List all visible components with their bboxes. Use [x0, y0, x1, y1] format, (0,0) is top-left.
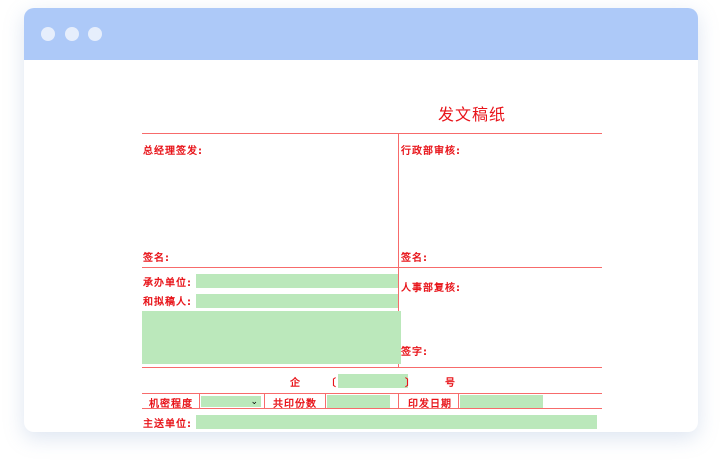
dept-label: 承办单位: — [143, 278, 192, 289]
recipient-label: 主送单位: — [143, 419, 192, 430]
secrecy-select[interactable]: ⌄ — [201, 396, 261, 407]
divider — [142, 367, 602, 368]
recipient-input[interactable] — [196, 415, 597, 429]
print-date-input[interactable] — [460, 395, 543, 408]
title-bar — [24, 8, 698, 60]
signature-label: 签字: — [401, 347, 428, 358]
divider — [398, 133, 399, 367]
drafter-label: 和拟稿人: — [143, 297, 192, 308]
hr-review-label: 人事部复核: — [401, 283, 461, 294]
sign-label: 签名: — [143, 253, 170, 264]
paren-open: 〔 — [326, 378, 336, 389]
chevron-down-icon: ⌄ — [250, 397, 258, 407]
sign-label: 签名: — [401, 253, 428, 264]
gm-sign-label: 总经理签发: — [143, 146, 203, 157]
minimize-dot-icon[interactable] — [65, 27, 79, 41]
divider — [199, 393, 200, 408]
secrecy-label: 机密程度 — [149, 399, 193, 410]
copies-label: 共印份数 — [273, 399, 317, 410]
print-date-label: 印发日期 — [408, 399, 452, 410]
close-dot-icon[interactable] — [41, 27, 55, 41]
form-title: 发文稿纸 — [438, 105, 507, 124]
maximize-dot-icon[interactable] — [88, 27, 102, 41]
divider — [142, 408, 602, 409]
divider — [398, 393, 399, 408]
content-textarea[interactable] — [142, 311, 401, 364]
dept-input[interactable] — [196, 274, 398, 288]
paren-close: 〕 — [405, 378, 416, 389]
doc-prefix: 企 — [290, 378, 301, 389]
divider — [264, 393, 265, 408]
doc-suffix: 号 — [445, 378, 456, 389]
divider — [458, 393, 459, 408]
divider — [142, 393, 602, 394]
drafter-input[interactable] — [196, 294, 398, 308]
divider — [142, 267, 602, 268]
divider — [325, 393, 326, 408]
copies-input[interactable] — [327, 395, 390, 408]
document-form: 发文稿纸 总经理签发: 行政部审核: 签名: 签名: 承办单位: 和拟稿人: 人… — [142, 105, 602, 430]
admin-review-label: 行政部审核: — [401, 146, 461, 157]
doc-number-input[interactable] — [338, 374, 408, 388]
divider — [142, 133, 602, 134]
